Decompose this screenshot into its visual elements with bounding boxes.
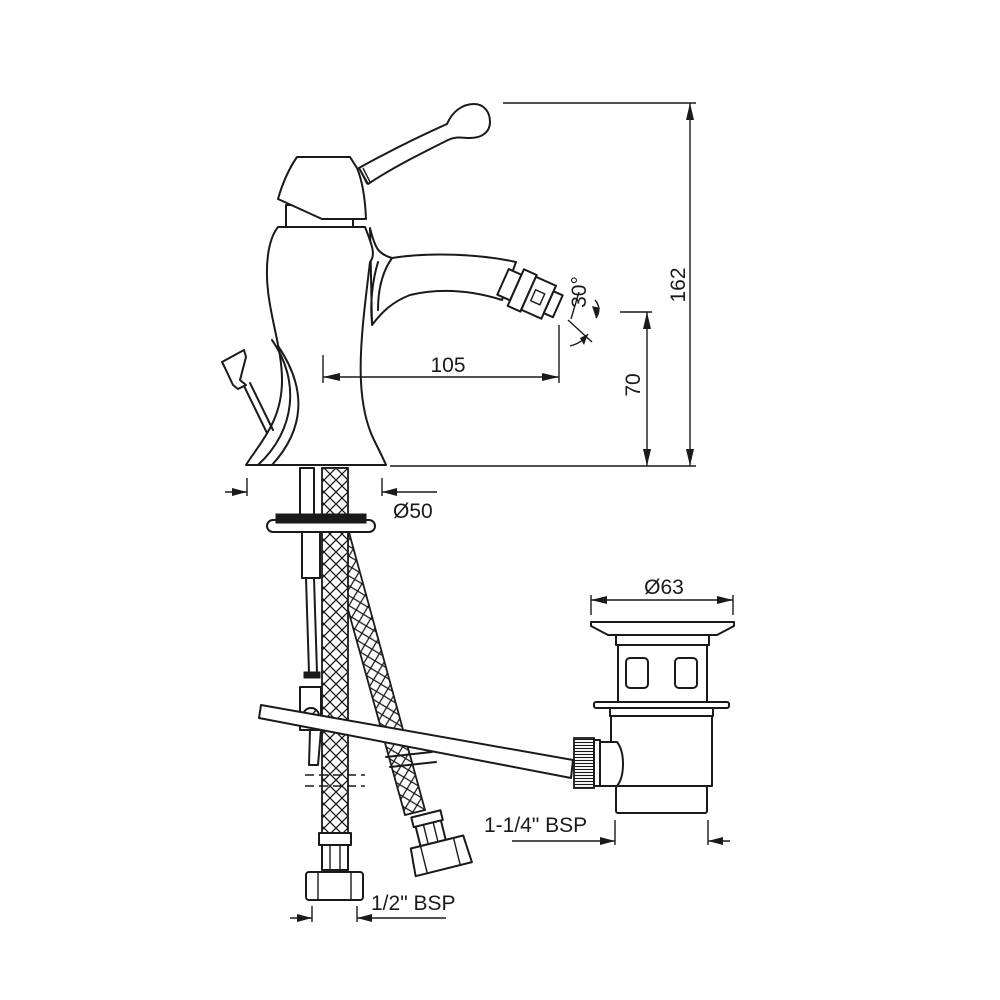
mounting-plate — [266, 513, 376, 533]
dimension-spout-angle: 30° — [567, 276, 600, 347]
dimension-supply-thread: 1/2" BSP — [290, 892, 456, 922]
flexible-hose-right — [325, 467, 473, 878]
pop-up-waste — [573, 621, 735, 814]
pop-up-knob — [221, 349, 274, 434]
dim-label-70: 70 — [622, 373, 645, 396]
pop-up-rod — [258, 704, 574, 779]
dimension-spout-height: 70 — [620, 311, 652, 466]
dim-label-105: 105 — [430, 354, 465, 377]
cartridge-cap — [277, 156, 367, 220]
dim-label-162: 162 — [667, 267, 690, 302]
swivel-aerator — [496, 268, 564, 320]
dim-label-waste-bsp: 1-1/4" BSP — [484, 814, 587, 837]
mixer-body — [245, 204, 517, 466]
dim-label-supply-bsp: 1/2" BSP — [371, 892, 456, 915]
dimension-waste-flange: Ø63 — [590, 576, 734, 615]
dimension-base-diameter: Ø50 — [225, 478, 437, 523]
swivel-spout — [369, 227, 517, 326]
lever-handle — [358, 103, 491, 185]
dim-label-d50: Ø50 — [393, 500, 433, 523]
dimension-spout-reach: 105 — [322, 325, 560, 383]
dimension-overall-height: 162 — [390, 102, 696, 467]
dim-label-d63: Ø63 — [644, 576, 684, 599]
dim-label-30deg: 30° — [568, 276, 591, 308]
dimension-waste-thread: 1-1/4" BSP — [484, 814, 730, 845]
hose-break-lines — [305, 751, 437, 787]
